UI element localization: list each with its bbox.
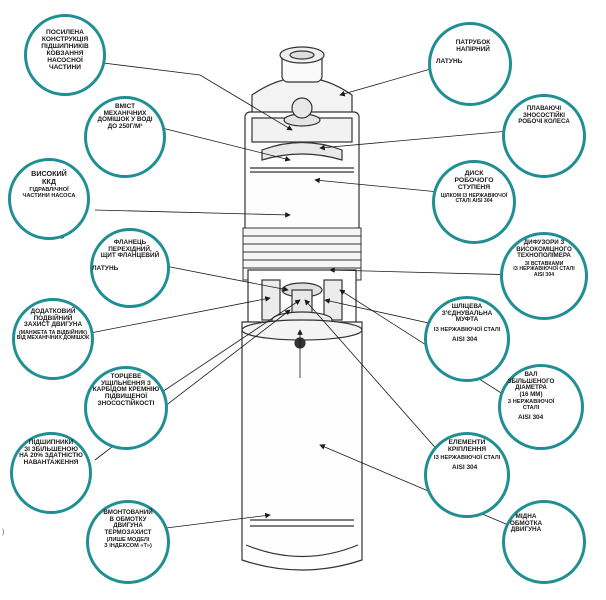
- callout-sand-content-title: ВМІСТ МЕХАНІЧНИХ ДОМІШОК У ВОДІ ДО 250Г/…: [97, 103, 153, 131]
- callout-stage-disk: [432, 160, 516, 244]
- callout-high-efficiency-title: ВИСОКИЙ ККД: [31, 169, 67, 186]
- callout-thermal-title: ВМОНТОВАНИЙ В ОБМОТКУ ДВИГУНА ТЕРМОЗАХИС…: [103, 509, 153, 536]
- callout-seals: [84, 366, 168, 450]
- callout-outlet: [428, 22, 512, 106]
- callout-shaft-subtitle: З НЕРЖАВІЮЧОЇ СТАЛІ: [507, 399, 555, 411]
- callout-coupling-subtitle: ІЗ НЕРЖАВІЮЧОЇ СТАЛІ: [433, 327, 501, 333]
- callout-bearing-housing: [24, 14, 106, 96]
- callout-diffusers-title: ДИФУЗОРИ З ВИСОКОМІЦНОГО ТЕХНОПОЛІМЕРА: [516, 239, 572, 259]
- callout-stage-disk-subtitle: ЦІЛКОМ ІЗ НЕРЖАВІЮЧОЇ СТАЛІ AISI 304: [440, 193, 508, 205]
- callout-bearings-motor-title: ПІДШИПНИКИ ЗІ ЗБІЛЬШЕНОЮ НА 20% ЗДАТНІСТ…: [19, 439, 83, 467]
- callout-motor-protection-subtitle: (МАНЖЕТА ТА ВІДБІЙНИК) ВІД МЕХАНІЧНИХ ДО…: [16, 330, 90, 342]
- callout-outlet-title: ПАТРУБОК НАПІРНИЙ: [455, 39, 491, 53]
- callout-winding-title: МІДНА ОБМОТКА ДВИГУНА: [509, 513, 543, 534]
- callout-sand-content: [84, 96, 166, 178]
- callout-coupling-material: AISI 304: [452, 336, 478, 343]
- callout-winding: [502, 500, 586, 584]
- callout-motor-protection: [12, 298, 94, 380]
- callout-flange-title: ФЛАНЕЦЬ ПЕРЕХІДНИЙ, ЩИТ ФЛАНЦЕВИЙ: [100, 239, 160, 260]
- callout-shaft-material: AISI 304: [518, 414, 544, 421]
- callout-diffusers-subtitle: ЗІ ВСТАВКАМИ ІЗ НЕРЖАВІЮЧОЇ СТАЛІ AISI 3…: [513, 261, 575, 278]
- callout-coupling-title: ШЛІЦЕВА З'ЄДНУВАЛЬНА МУФТА: [441, 303, 493, 324]
- callout-stage-disk-title: ДИСК РОБОЧОГО СТУПЕНЯ: [454, 170, 494, 192]
- callout-coupling: [424, 296, 510, 382]
- callout-fasteners-subtitle: ІЗ НЕРЖАВІЮЧОЇ СТАЛІ: [433, 455, 501, 461]
- callout-diffusers: [500, 232, 588, 320]
- callout-high-efficiency: [8, 158, 90, 240]
- pump-body: [241, 46, 363, 571]
- callout-motor-protection-title: ДОДАТКОВИЙ ПОДВІЙНИЙ ЗАХИСТ ДВИГУНА: [23, 308, 83, 329]
- callout-fasteners: [424, 432, 510, 518]
- callout-flange-material: ЛАТУНЬ: [92, 265, 119, 272]
- edge-mark: ): [2, 529, 4, 536]
- callout-seals-title: ТОРЦЕВЕ УЩІЛЬНЕННЯ З КАРБІДОМ КРЕМНІЮ ПІ…: [92, 373, 160, 407]
- callout-thermal-subtitle: (ЛИШЕ МОДЕЛІ З ІНДЕКСОМ «Т»): [104, 537, 152, 549]
- callout-fasteners-material: AISI 304: [452, 464, 478, 471]
- callout-floating-impellers-title: ПЛАВАЮЧІ ЗНОСОСТІЙКІ РОБОЧІ КОЛЕСА: [518, 105, 570, 125]
- callout-flange: [90, 228, 170, 308]
- callout-bearing-housing-title: ПОСИЛЕНА КОНСТРУКЦІЯ ПІДШИПНИКІВ КОВЗАНН…: [41, 29, 89, 71]
- callout-shaft-title: ВАЛ ЗБІЛЬШЕНОГО ДІАМЕТРА (16 ММ): [507, 371, 555, 398]
- callout-outlet-material: ЛАТУНЬ: [436, 58, 463, 65]
- callout-shaft: [498, 364, 584, 450]
- callout-floating-impellers: [502, 94, 586, 178]
- callout-high-efficiency-subtitle: ГІДРАВЛІЧНОЇ ЧАСТИНИ НАСОСА: [22, 187, 76, 199]
- callout-thermal: [86, 500, 170, 584]
- callout-bearings-motor: [10, 432, 92, 514]
- callout-fasteners-title: ЕЛЕМЕНТИ КРІПЛЕННЯ: [447, 439, 487, 453]
